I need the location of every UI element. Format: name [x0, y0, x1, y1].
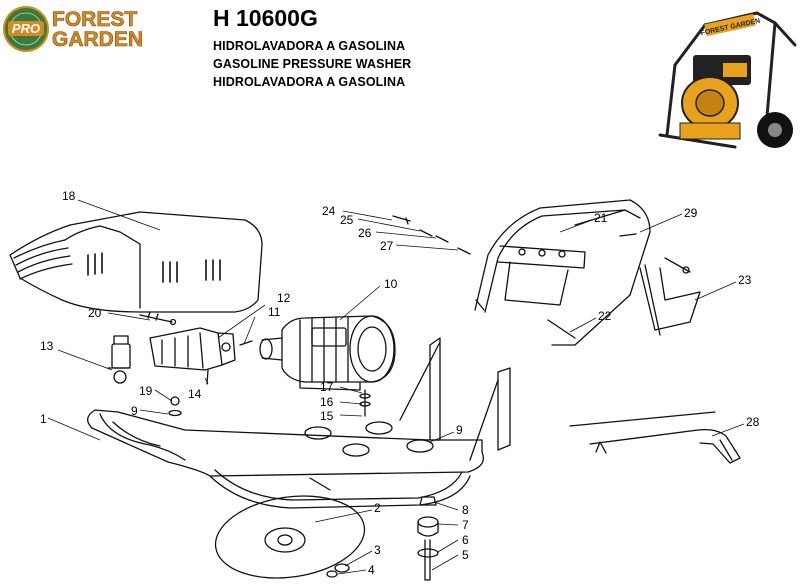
callout-29: 29 — [684, 206, 698, 220]
callout-8: 8 — [462, 503, 469, 517]
exploded-parts-diagram: 18 20 12 11 10 13 14 19 9 1 17 18 16 15 … — [9, 189, 760, 581]
callout-14: 14 — [188, 387, 202, 401]
callout-16b: 16 — [320, 395, 334, 409]
callout-15: 15 — [320, 409, 334, 423]
callout-21: 21 — [594, 211, 608, 225]
callout-9-right: 9 — [456, 423, 463, 437]
part-spray-gun — [569, 411, 741, 464]
subtitle-line-3: HIDROLAVADORA A GASOLINA — [213, 75, 406, 89]
part-frame — [87, 337, 511, 509]
callout-24: 24 — [322, 204, 336, 218]
callout-11: 11 — [268, 305, 281, 319]
callout-23: 23 — [738, 273, 752, 287]
part-wheel — [214, 495, 366, 579]
part-unloader-valve — [107, 335, 131, 384]
callout-28: 28 — [746, 415, 760, 429]
callout-6: 6 — [462, 533, 469, 547]
subtitle-line-2: GASOLINE PRESSURE WASHER — [213, 57, 412, 71]
callout-4: 4 — [368, 563, 375, 577]
callout-18: 18 — [62, 189, 76, 203]
product-photo: FOREST GARDEN — [658, 11, 797, 149]
model-number: H 10600G — [213, 5, 318, 31]
callout-1: 1 — [40, 412, 47, 426]
callout-3: 3 — [374, 543, 381, 557]
brand-logo: PRO FOREST GARDEN — [3, 6, 143, 52]
callout-20: 20 — [88, 306, 102, 320]
part-engine — [259, 315, 396, 391]
callout-22: 22 — [598, 309, 612, 323]
logo-word-garden: GARDEN — [52, 28, 143, 51]
callout-2: 2 — [374, 501, 381, 515]
part-handle — [474, 199, 651, 346]
callout-10: 10 — [384, 277, 398, 291]
callout-9-left: 9 — [131, 404, 138, 418]
callout-17: 17 — [320, 380, 334, 394]
callout-7: 7 — [462, 518, 469, 532]
callout-5: 5 — [462, 548, 469, 562]
logo-word-forest: FOREST — [52, 8, 137, 31]
callout-12: 12 — [277, 291, 291, 305]
callout-19: 19 — [139, 384, 153, 398]
part-pump — [149, 327, 253, 385]
part-bracket — [639, 257, 701, 336]
part-engine-cover — [9, 211, 263, 313]
callout-26: 26 — [358, 226, 372, 240]
callout-25: 25 — [340, 213, 354, 227]
logo-badge: PRO — [12, 21, 40, 36]
callout-13: 13 — [40, 339, 54, 353]
callout-27: 27 — [380, 239, 394, 253]
subtitle-line-1: HIDROLAVADORA A GASOLINA — [213, 39, 406, 53]
